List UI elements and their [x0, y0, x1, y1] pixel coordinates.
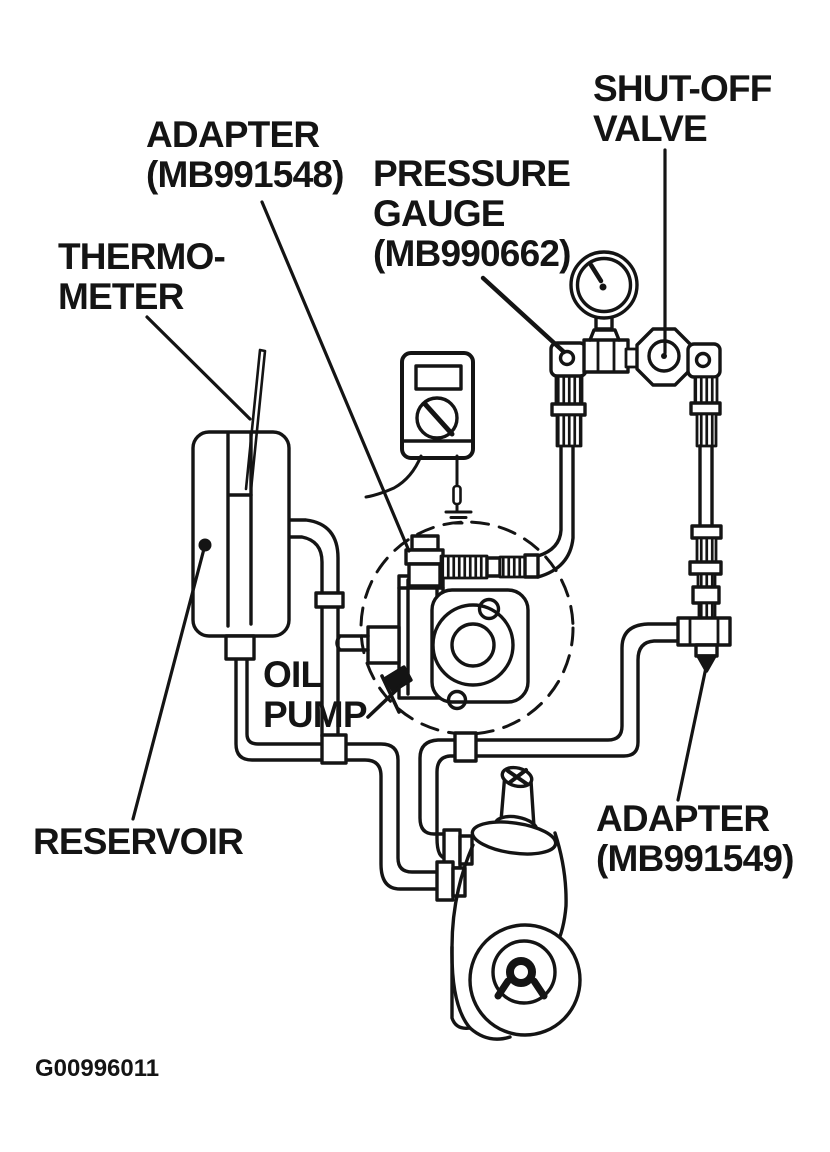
- hose-reservoir-to-gear: [234, 656, 443, 891]
- multimeter-lead-left: [364, 454, 423, 499]
- leader-lines: [131, 148, 710, 821]
- leader-adapter-bottom: [676, 656, 710, 802]
- label-oil-pump: OIL PUMP: [263, 654, 368, 735]
- label-adapter-mb991548: ADAPTER (MB991548): [146, 114, 344, 195]
- leader-reservoir: [131, 543, 207, 821]
- label-shut-off-valve: SHUT-OFF VALVE: [593, 68, 772, 149]
- pump-foot: [384, 665, 413, 693]
- label-reservoir: RESERVOIR: [33, 821, 244, 862]
- leader-pressure-gauge: [480, 275, 567, 355]
- reservoir-outlet-stub: [224, 634, 256, 661]
- hose-gear-to-shutoff: [418, 622, 682, 860]
- thermometer-rod: [244, 348, 267, 492]
- gauge-needle: [588, 262, 604, 284]
- steering-gear: [435, 765, 582, 1041]
- label-pressure-gauge: PRESSURE GAUGE (MB990662): [373, 153, 571, 274]
- tee-fitting: [676, 616, 732, 647]
- oil-pump: [335, 574, 530, 711]
- leader-oil-pump: [366, 674, 408, 719]
- leader-adapter-top: [260, 200, 411, 553]
- pump-left-boss: [366, 625, 401, 665]
- label-adapter-mb991549: ADAPTER (MB991549): [596, 798, 794, 879]
- ground-symbol: [444, 510, 473, 525]
- multimeter-probe: [452, 484, 462, 506]
- reservoir-filler-neck: [226, 432, 253, 628]
- pressure-hose: [536, 374, 587, 579]
- multimeter-dial-pointer: [422, 401, 455, 437]
- pump-highlight-dashed-circle: [359, 520, 575, 736]
- multimeter-dial: [415, 396, 459, 440]
- gauge-manifold: [549, 250, 722, 387]
- adapter-mb991548: [404, 534, 540, 588]
- hose-sleeve: [453, 731, 478, 763]
- hose-sleeve: [320, 733, 348, 765]
- elbow-right: [686, 342, 722, 379]
- manifold-tee: [582, 338, 630, 374]
- multimeter-display: [414, 364, 463, 391]
- hose-reservoir-outlet: [287, 518, 345, 738]
- figure-code: G00996011: [35, 1055, 160, 1082]
- gear-port-lower: [435, 860, 455, 902]
- leader-thermometer: [145, 315, 252, 421]
- multimeter: [364, 351, 475, 525]
- reservoir-body: [191, 348, 291, 661]
- right-line: [676, 375, 732, 673]
- label-thermometer: THERMO- METER: [58, 236, 226, 317]
- elbow-left: [549, 341, 588, 378]
